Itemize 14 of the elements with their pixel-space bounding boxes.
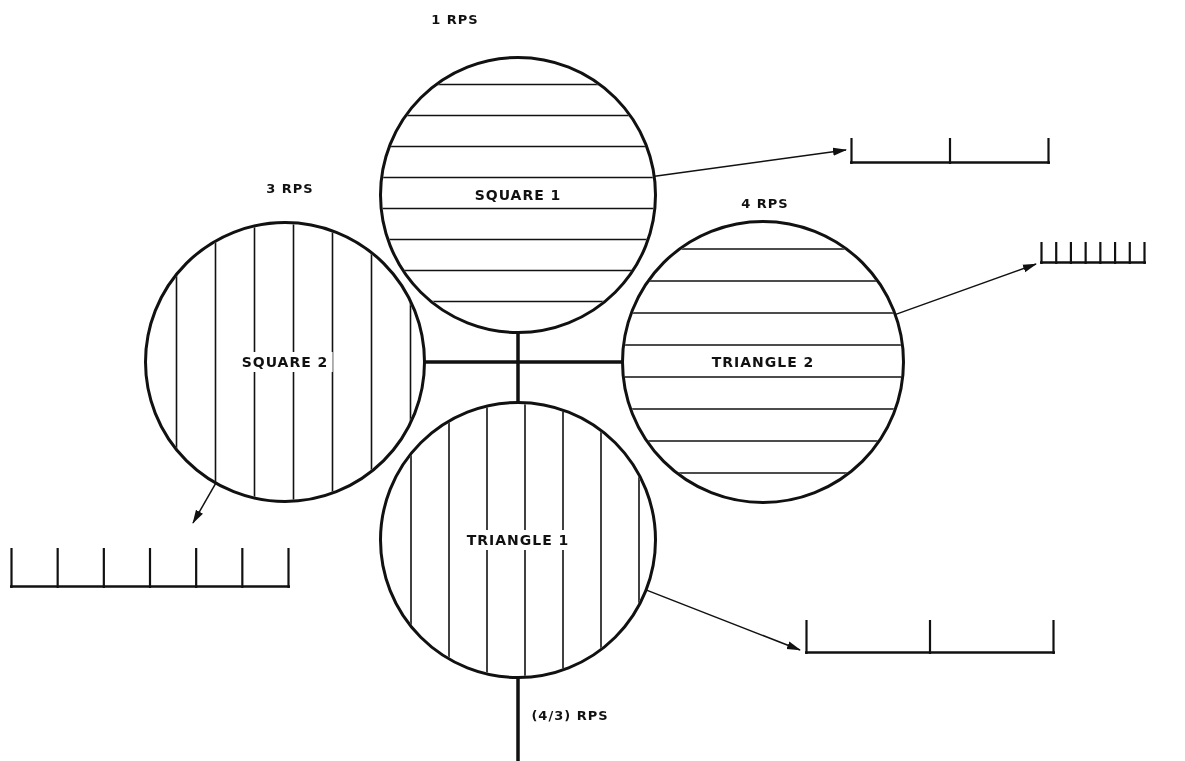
shaft-line xyxy=(425,360,622,364)
tick-scale xyxy=(1040,242,1146,264)
arrow xyxy=(653,147,847,177)
speed-label: 1 RPS xyxy=(431,12,479,27)
tick-scale xyxy=(805,620,1055,654)
arrow xyxy=(645,589,801,651)
speed-label: (4/3) RPS xyxy=(531,708,609,723)
arrow xyxy=(192,482,217,524)
shaft-line xyxy=(516,678,520,761)
speed-label: 3 RPS xyxy=(266,181,314,196)
tick-scale xyxy=(850,138,1050,164)
speed-label: 4 RPS xyxy=(741,196,789,211)
tick-scale xyxy=(10,548,290,588)
shaft-line xyxy=(516,333,520,402)
